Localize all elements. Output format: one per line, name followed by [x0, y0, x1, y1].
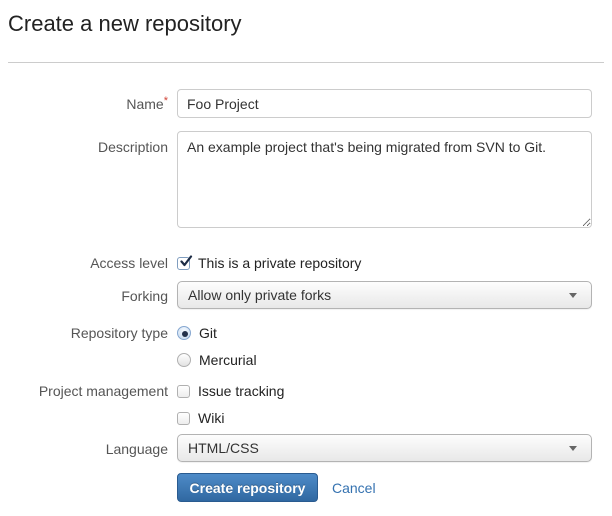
name-field-row: Name*: [8, 89, 604, 118]
description-field-row: Description An example project that's be…: [8, 131, 604, 233]
language-label: Language: [105, 441, 168, 457]
description-label: Description: [97, 139, 168, 155]
chevron-down-icon: [569, 445, 577, 451]
issue-tracking-checkbox-label[interactable]: Issue tracking: [198, 383, 285, 399]
project-management-row: Project management Issue tracking Wiki: [8, 382, 604, 427]
divider: [8, 62, 604, 63]
repository-type-label: Repository type: [70, 325, 168, 341]
name-input[interactable]: [177, 89, 592, 118]
forking-row: Forking Allow only private forks: [8, 281, 604, 309]
chevron-down-icon: [569, 292, 577, 298]
repository-type-radio-mercurial[interactable]: [177, 353, 191, 367]
forking-selected-value: Allow only private forks: [188, 287, 332, 303]
check-icon: [180, 254, 193, 266]
forking-label: Forking: [121, 288, 168, 304]
access-level-label: Access level: [90, 255, 168, 271]
name-label: Name*: [126, 95, 168, 112]
page-title: Create a new repository: [8, 11, 242, 36]
issue-tracking-checkbox[interactable]: [177, 384, 190, 398]
wiki-checkbox[interactable]: [177, 411, 190, 425]
access-level-row: Access level This is a private repositor…: [8, 254, 604, 272]
private-repository-checkbox-label[interactable]: This is a private repository: [198, 255, 362, 271]
required-asterisk: *: [163, 95, 168, 107]
language-row: Language HTML/CSS: [8, 434, 604, 462]
cancel-link[interactable]: Cancel: [332, 479, 376, 496]
wiki-checkbox-label[interactable]: Wiki: [198, 410, 225, 426]
language-selected-value: HTML/CSS: [188, 440, 259, 456]
repository-type-row: Repository type Git Mercurial: [8, 324, 604, 369]
project-management-label: Project management: [38, 383, 168, 399]
description-textarea[interactable]: An example project that's being migrated…: [177, 131, 592, 228]
repository-type-radio-git-label[interactable]: Git: [199, 325, 217, 341]
language-select[interactable]: HTML/CSS: [177, 434, 592, 462]
create-repository-form: Name* Description An example project tha…: [8, 89, 604, 502]
private-repository-checkbox[interactable]: [177, 254, 193, 270]
repository-type-radio-mercurial-label[interactable]: Mercurial: [199, 352, 257, 368]
repository-type-radio-git[interactable]: [177, 326, 191, 340]
form-actions-row: Create repository Cancel: [8, 473, 604, 502]
forking-select[interactable]: Allow only private forks: [177, 281, 592, 309]
create-repository-page: Create a new repository Name* Descriptio…: [8, 11, 604, 502]
create-repository-button[interactable]: Create repository: [177, 473, 318, 502]
